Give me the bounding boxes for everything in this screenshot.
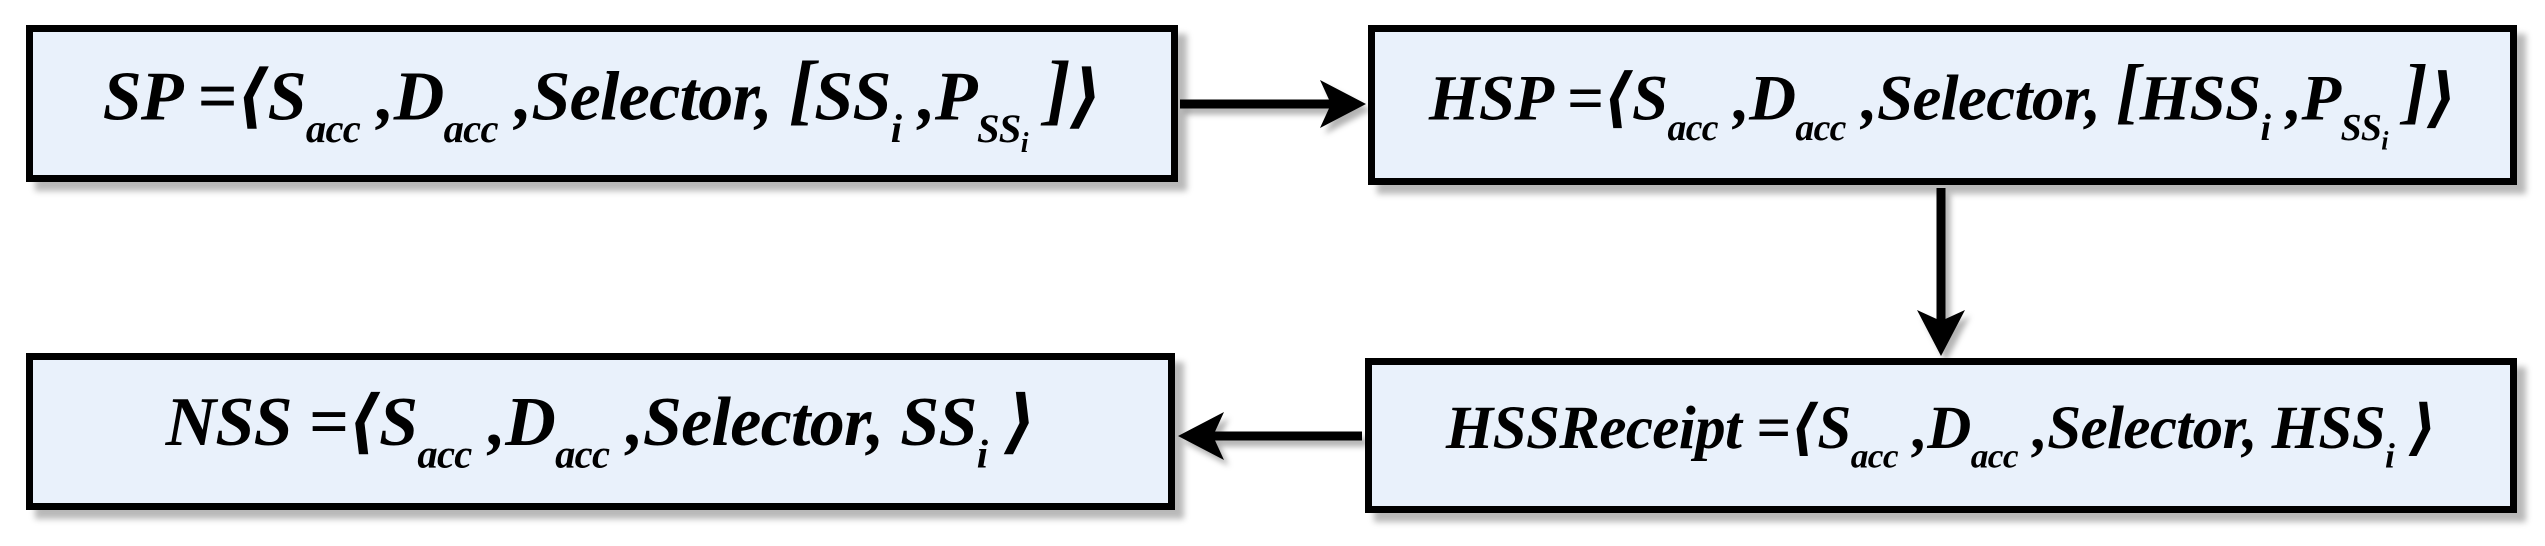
- hss-receipt-box: HSSReceipt =⟨Sacc ,Dacc ,Selector, HSSi …: [1365, 358, 2517, 513]
- arrow-hssreceipt-to-nss: [1178, 412, 1362, 460]
- sp-box: SP =⟨Sacc ,Dacc ,Selector, [SSi ,PSSi ]⟩: [26, 25, 1178, 182]
- hsp-box: HSP =⟨Sacc ,Dacc ,Selector, [HSSi ,PSSi …: [1368, 25, 2517, 185]
- hsp-formula: HSP =⟨Sacc ,Dacc ,Selector, [HSSi ,PSSi …: [1428, 50, 2457, 156]
- arrow-sp-to-hsp: [1180, 80, 1366, 128]
- arrow-hsp-to-hssreceipt: [1917, 188, 1965, 356]
- sp-formula: SP =⟨Sacc ,Dacc ,Selector, [SSi ,PSSi ]⟩: [102, 44, 1102, 159]
- nss-formula: NSS =⟨Sacc ,Dacc ,Selector, SSi ⟩: [165, 384, 1037, 477]
- nss-box: NSS =⟨Sacc ,Dacc ,Selector, SSi ⟩: [26, 353, 1175, 510]
- hss-receipt-formula: HSSReceipt =⟨Sacc ,Dacc ,Selector, HSSi …: [1445, 394, 2437, 476]
